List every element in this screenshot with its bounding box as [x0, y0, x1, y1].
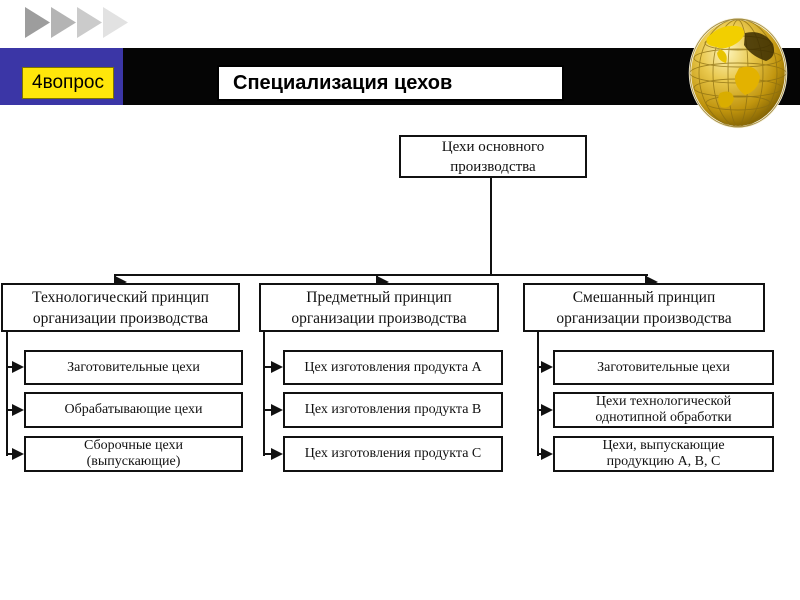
arrowhead-icon: [271, 404, 283, 416]
child-node: Цехи технологической однотипной обработк…: [553, 392, 774, 428]
question-badge-label: 4вопрос: [32, 72, 104, 93]
connector-stub: [263, 409, 272, 411]
arrowhead-icon: [541, 404, 553, 416]
connector-stub: [537, 453, 542, 455]
connector-stub: [263, 453, 272, 455]
globe-icon: [687, 16, 789, 130]
child-node: Цехи, выпускающие продукцию А, В, С: [553, 436, 774, 472]
child-node: Обрабатывающие цехи: [24, 392, 243, 428]
arrowhead-icon: [541, 448, 553, 460]
connector-column-drop: [6, 330, 8, 456]
branch-node-subject: Предметный принцип организации производс…: [259, 283, 499, 332]
connector-branch-rail: [114, 274, 648, 276]
child-label: Цехи технологической однотипной обработк…: [595, 394, 732, 425]
child-label: Цех изготовления продукта В: [304, 402, 482, 417]
slide-title-box: Специализация цехов: [217, 65, 564, 101]
child-label: Цех изготовления продукта С: [304, 446, 482, 461]
arrowhead-icon: [271, 361, 283, 373]
branch-label: Технологический принцип организации прои…: [32, 288, 209, 327]
arrow-triangle-icon: [51, 7, 76, 38]
child-node: Заготовительные цехи: [553, 350, 774, 385]
root-node-label: Цехи основного производства: [441, 138, 545, 175]
child-label: Цех изготовления продукта А: [304, 359, 482, 375]
connector-stub: [537, 366, 542, 368]
branch-node-technological: Технологический принцип организации прои…: [1, 283, 240, 332]
arrowhead-icon: [12, 404, 24, 416]
branch-node-mixed: Смешанный принцип организации производст…: [523, 283, 765, 332]
connector-column-drop: [263, 330, 265, 456]
forward-arrows-icon: [25, 7, 128, 38]
child-node: Цех изготовления продукта А: [283, 350, 503, 385]
arrow-triangle-icon: [77, 7, 102, 38]
question-badge: 4вопрос: [22, 67, 114, 99]
child-label: Обрабатывающие цехи: [64, 402, 203, 417]
connector-stub: [6, 409, 14, 411]
connector-stub: [6, 453, 14, 455]
connector-stub: [6, 366, 14, 368]
root-node: Цехи основного производства: [399, 135, 587, 178]
arrow-triangle-icon: [103, 7, 128, 38]
connector-stub: [537, 409, 542, 411]
child-label: Заготовительные цехи: [67, 359, 200, 375]
child-node: Сборочные цехи (выпускающие): [24, 436, 243, 472]
arrowhead-icon: [541, 361, 553, 373]
arrow-triangle-icon: [25, 7, 50, 38]
arrowhead-icon: [271, 448, 283, 460]
child-node: Цех изготовления продукта С: [283, 436, 503, 472]
connector-column-drop: [537, 330, 539, 456]
arrowhead-icon: [12, 448, 24, 460]
child-label: Сборочные цехи (выпускающие): [84, 438, 183, 469]
branch-label: Смешанный принцип организации производст…: [556, 288, 732, 327]
connector-stub: [263, 366, 272, 368]
arrowhead-icon: [12, 361, 24, 373]
child-label: Заготовительные цехи: [597, 359, 730, 375]
child-label: Цехи, выпускающие продукцию А, В, С: [602, 438, 725, 469]
branch-label: Предметный принцип организации производс…: [291, 288, 467, 327]
child-node: Цех изготовления продукта В: [283, 392, 503, 428]
connector-root-drop: [490, 176, 492, 276]
slide-title: Специализация цехов: [233, 71, 453, 94]
child-node: Заготовительные цехи: [24, 350, 243, 385]
